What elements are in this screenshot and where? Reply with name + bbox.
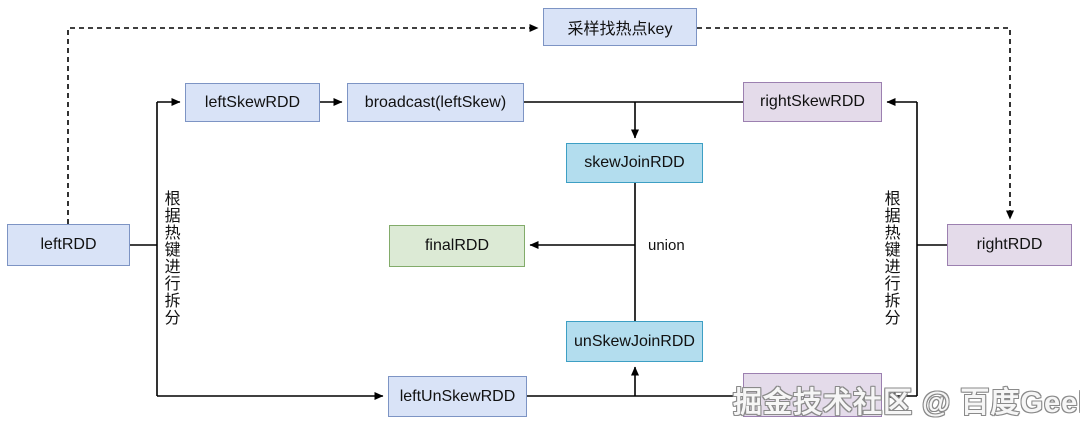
node-skew-join-rdd[interactable]: skewJoinRDD: [566, 143, 703, 183]
node-left-rdd[interactable]: leftRDD: [7, 224, 130, 266]
dashed-edges: [67, 24, 1014, 224]
node-final-rdd[interactable]: finalRDD: [389, 225, 525, 267]
solid-edges: [130, 98, 947, 400]
node-left-un-skew-rdd[interactable]: leftUnSkewRDD: [388, 376, 527, 417]
node-right-skew-rdd[interactable]: rightSkewRDD: [743, 82, 882, 122]
edge-label-left-split: 根据热键进行拆分: [161, 190, 179, 326]
node-broadcast-left-skew[interactable]: broadcast(leftSkew): [347, 83, 524, 122]
node-left-skew-rdd[interactable]: leftSkewRDD: [185, 83, 320, 122]
node-right-rdd[interactable]: rightRDD: [947, 224, 1072, 266]
node-sample-hot-key[interactable]: 采样找热点key: [543, 8, 697, 46]
node-right-un-skew-box[interactable]: [743, 373, 882, 417]
node-un-skew-join-rdd[interactable]: unSkewJoinRDD: [566, 321, 703, 362]
edge-label-right-split: 根据热键进行拆分: [881, 190, 899, 326]
edge-label-union: union: [648, 237, 685, 254]
